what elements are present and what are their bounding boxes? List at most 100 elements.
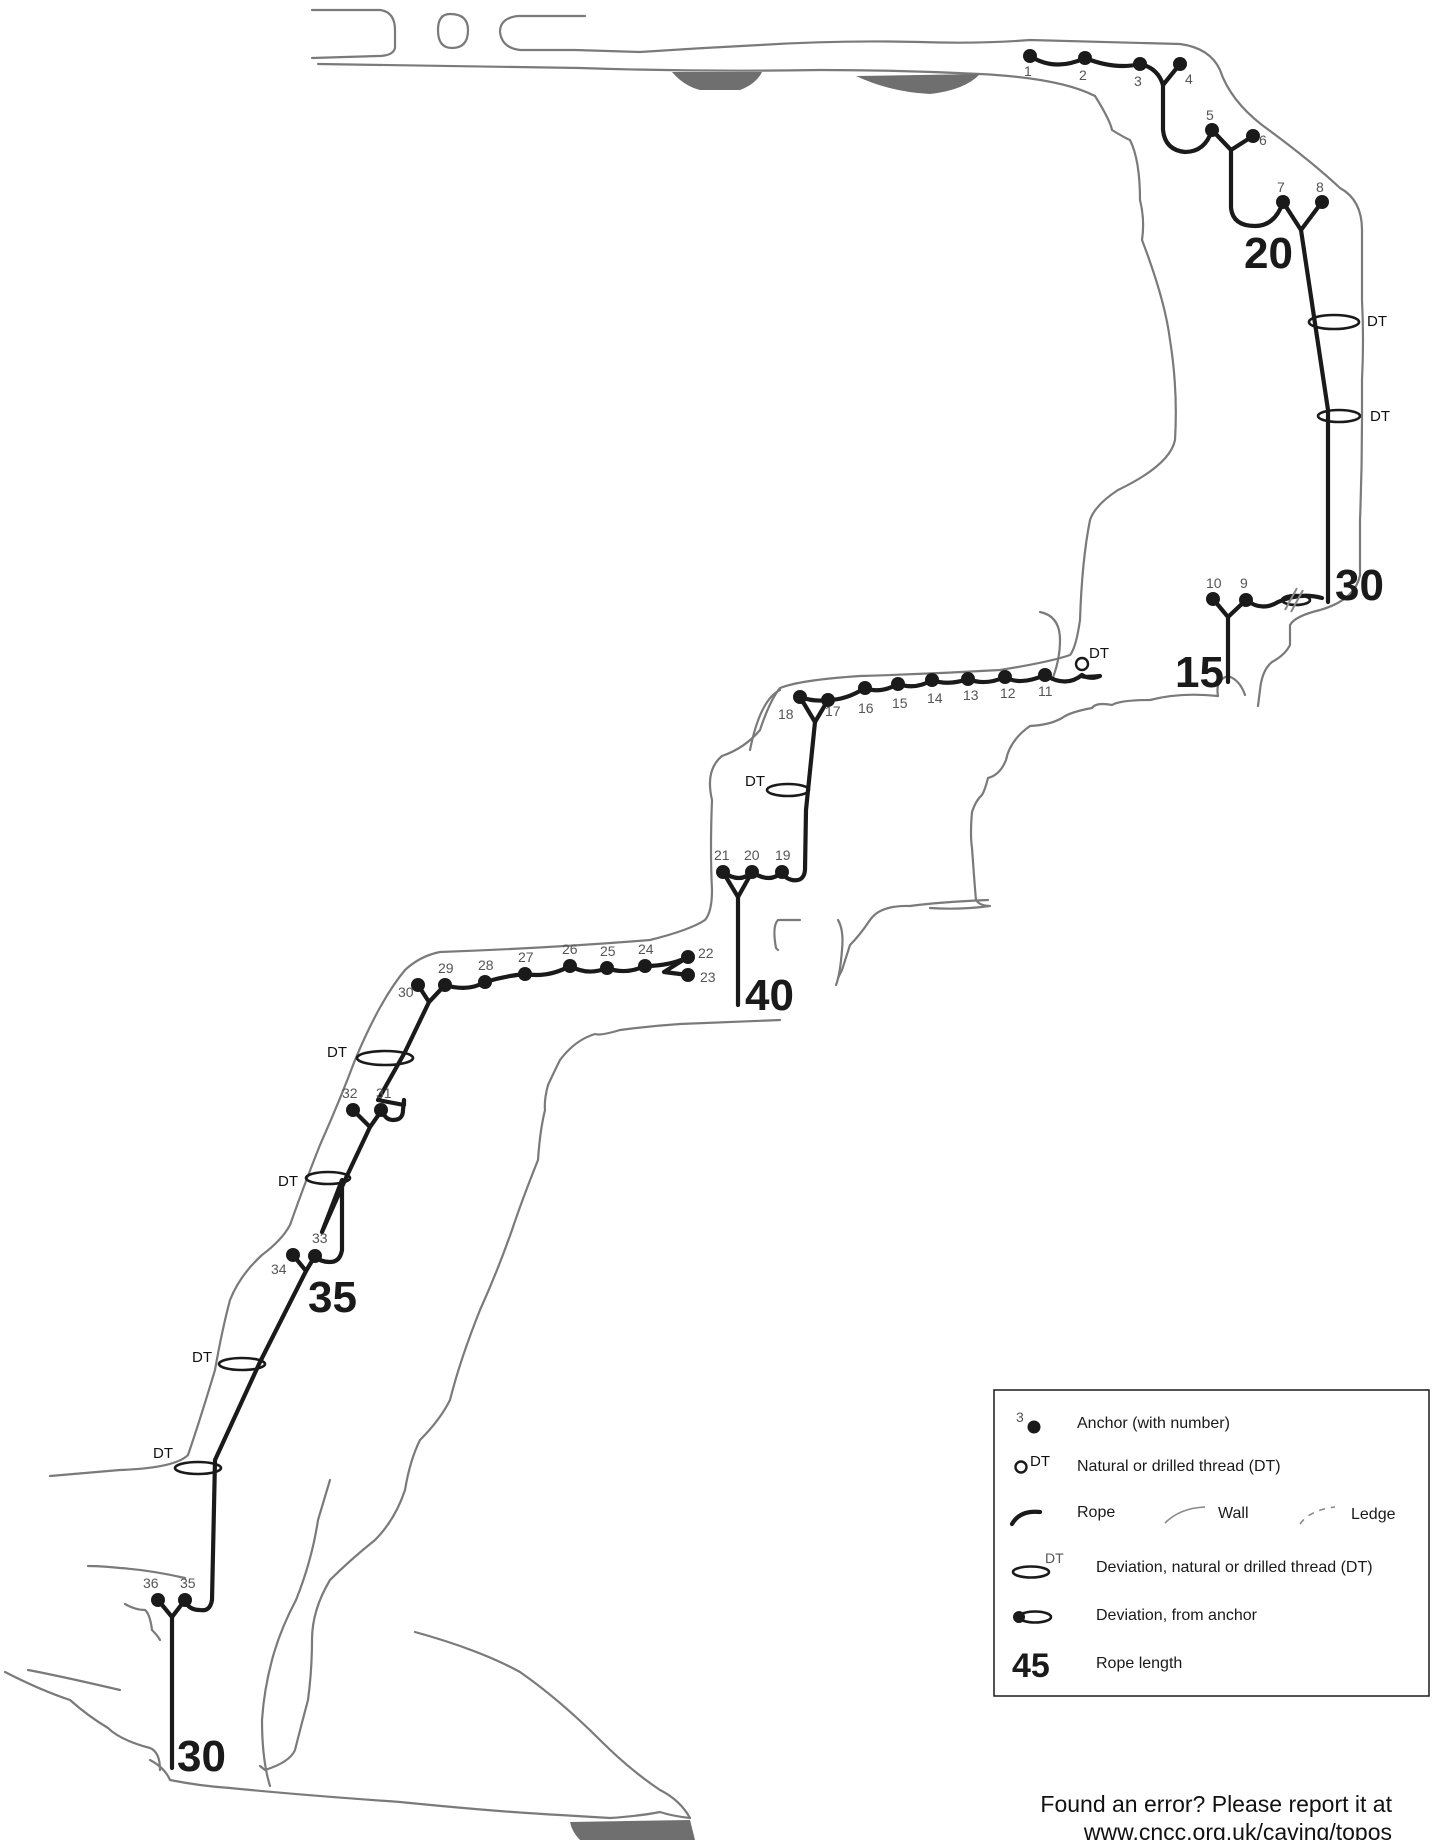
dt-label: DT (327, 1044, 347, 1061)
legend-wall-label: Wall (1218, 1505, 1249, 1522)
anchor-22 (681, 950, 695, 964)
deviation-thread-3 (765, 782, 811, 798)
anchor-32 (346, 1103, 360, 1117)
legend-thread-dt: DT (1030, 1453, 1050, 1470)
anchor-29 (438, 978, 452, 992)
rock-formations (570, 72, 980, 1840)
anchor-16 (858, 681, 872, 695)
anchor-number-1: 1 (1024, 63, 1032, 79)
anchor-17 (821, 693, 835, 707)
anchor-number-35: 35 (180, 1575, 196, 1591)
anchor-9 (1239, 593, 1253, 607)
anchor-3 (1133, 57, 1147, 71)
anchor-number-32: 32 (342, 1085, 358, 1101)
anchor-number-21: 21 (714, 847, 730, 863)
anchor-number-2: 2 (1079, 67, 1087, 83)
footer-line-2: www.cncc.org.uk/caving/topos (1083, 1819, 1392, 1840)
legend-deviation-dt: DT (1045, 1550, 1064, 1566)
anchor-number-12: 12 (1000, 685, 1016, 701)
legend-rope-icon (1009, 1509, 1043, 1527)
rope-length-label: 15 (1175, 648, 1224, 697)
anchor-5 (1205, 123, 1219, 137)
legend-ledge-icon (1299, 1506, 1336, 1525)
anchor-8 (1315, 195, 1329, 209)
deviation-crossed (1280, 593, 1312, 607)
legend-deviation-anchor-label: Deviation, from anchor (1096, 1607, 1258, 1624)
deviation-thread-2 (1316, 408, 1362, 424)
deviation-thread-1 (1307, 313, 1361, 331)
rope-lengths: 20 30 15 40 35 30 (177, 229, 1384, 1781)
anchor-number-23: 23 (700, 969, 716, 985)
dt-label: DT (1367, 313, 1387, 330)
anchor-25 (600, 961, 614, 975)
anchor-33 (308, 1249, 322, 1263)
dt-label: DT (278, 1173, 298, 1190)
anchor-number-19: 19 (775, 847, 791, 863)
anchor-number-26: 26 (562, 941, 578, 957)
anchor-number-17: 17 (825, 703, 841, 719)
anchor-21 (716, 865, 730, 879)
anchor-18 (793, 690, 807, 704)
anchor-number-27: 27 (518, 949, 534, 965)
anchor-31 (374, 1103, 388, 1117)
anchor-24 (638, 959, 652, 973)
dt-label: DT (1089, 645, 1109, 662)
legend-anchor-label: Anchor (with number) (1077, 1415, 1230, 1432)
legend-box (993, 1389, 1430, 1697)
rope-length-label: 40 (745, 971, 794, 1020)
anchor-number-25: 25 (600, 943, 616, 959)
anchor-number-33: 33 (312, 1230, 328, 1246)
anchor-number-8: 8 (1316, 179, 1324, 195)
deviations (173, 313, 1362, 1476)
anchor-number-4: 4 (1185, 71, 1193, 87)
rope-length-label: 30 (1335, 561, 1384, 610)
legend-wall-icon (1164, 1506, 1206, 1524)
legend-anchor-icon (1027, 1420, 1041, 1434)
crossed-out-mark (1284, 587, 1304, 613)
anchor-1 (1023, 49, 1037, 63)
anchor-23 (681, 968, 695, 982)
anchor-15 (891, 677, 905, 691)
cave-walls (3, 8, 1365, 1820)
anchor-number-30: 30 (398, 984, 414, 1000)
anchor-number-15: 15 (892, 695, 908, 711)
anchor-30 (411, 978, 425, 992)
anchor-19 (775, 865, 789, 879)
anchor-12 (998, 670, 1012, 684)
anchor-number-34: 34 (271, 1261, 287, 1277)
legend-rope-length-label: Rope length (1096, 1655, 1182, 1672)
rope-length-label: 20 (1244, 229, 1293, 278)
anchor-number-13: 13 (963, 687, 979, 703)
thread-labels: DT DT DT DT DT DT DT DT (153, 313, 1390, 1462)
anchor-number-16: 16 (858, 700, 874, 716)
anchor-number-31: 31 (376, 1085, 392, 1101)
anchor-28 (478, 975, 492, 989)
legend-rope-length-sample: 45 (1012, 1647, 1050, 1685)
deviation-thread-6 (217, 1356, 267, 1372)
legend-thread-label: Natural or drilled thread (DT) (1077, 1458, 1281, 1475)
rope-length-label: 35 (308, 1273, 357, 1322)
legend-deviation-thread-label: Deviation, natural or drilled thread (DT… (1096, 1559, 1373, 1576)
anchor-number-3: 3 (1134, 73, 1142, 89)
anchor-10 (1206, 592, 1220, 606)
anchor-number-28: 28 (478, 957, 494, 973)
anchor-number-29: 29 (438, 960, 454, 976)
dt-label: DT (1370, 408, 1390, 425)
anchor-number-7: 7 (1277, 179, 1285, 195)
dt-label: DT (192, 1349, 212, 1366)
legend-anchor-sample-number: 3 (1016, 1409, 1024, 1425)
anchor-number-24: 24 (638, 941, 654, 957)
anchor-number-14: 14 (927, 690, 943, 706)
anchor-14 (925, 673, 939, 687)
deviation-thread-5 (304, 1170, 352, 1186)
deviation-thread-7 (173, 1460, 223, 1476)
anchor-number-20: 20 (744, 847, 760, 863)
anchor-6 (1246, 129, 1260, 143)
legend: 3 Anchor (with number) DT Natural or dri… (993, 1389, 1430, 1697)
dt-label: DT (153, 1445, 173, 1462)
legend-rope-label: Rope (1077, 1504, 1115, 1521)
dt-label: DT (745, 773, 765, 790)
anchor-35 (178, 1593, 192, 1607)
